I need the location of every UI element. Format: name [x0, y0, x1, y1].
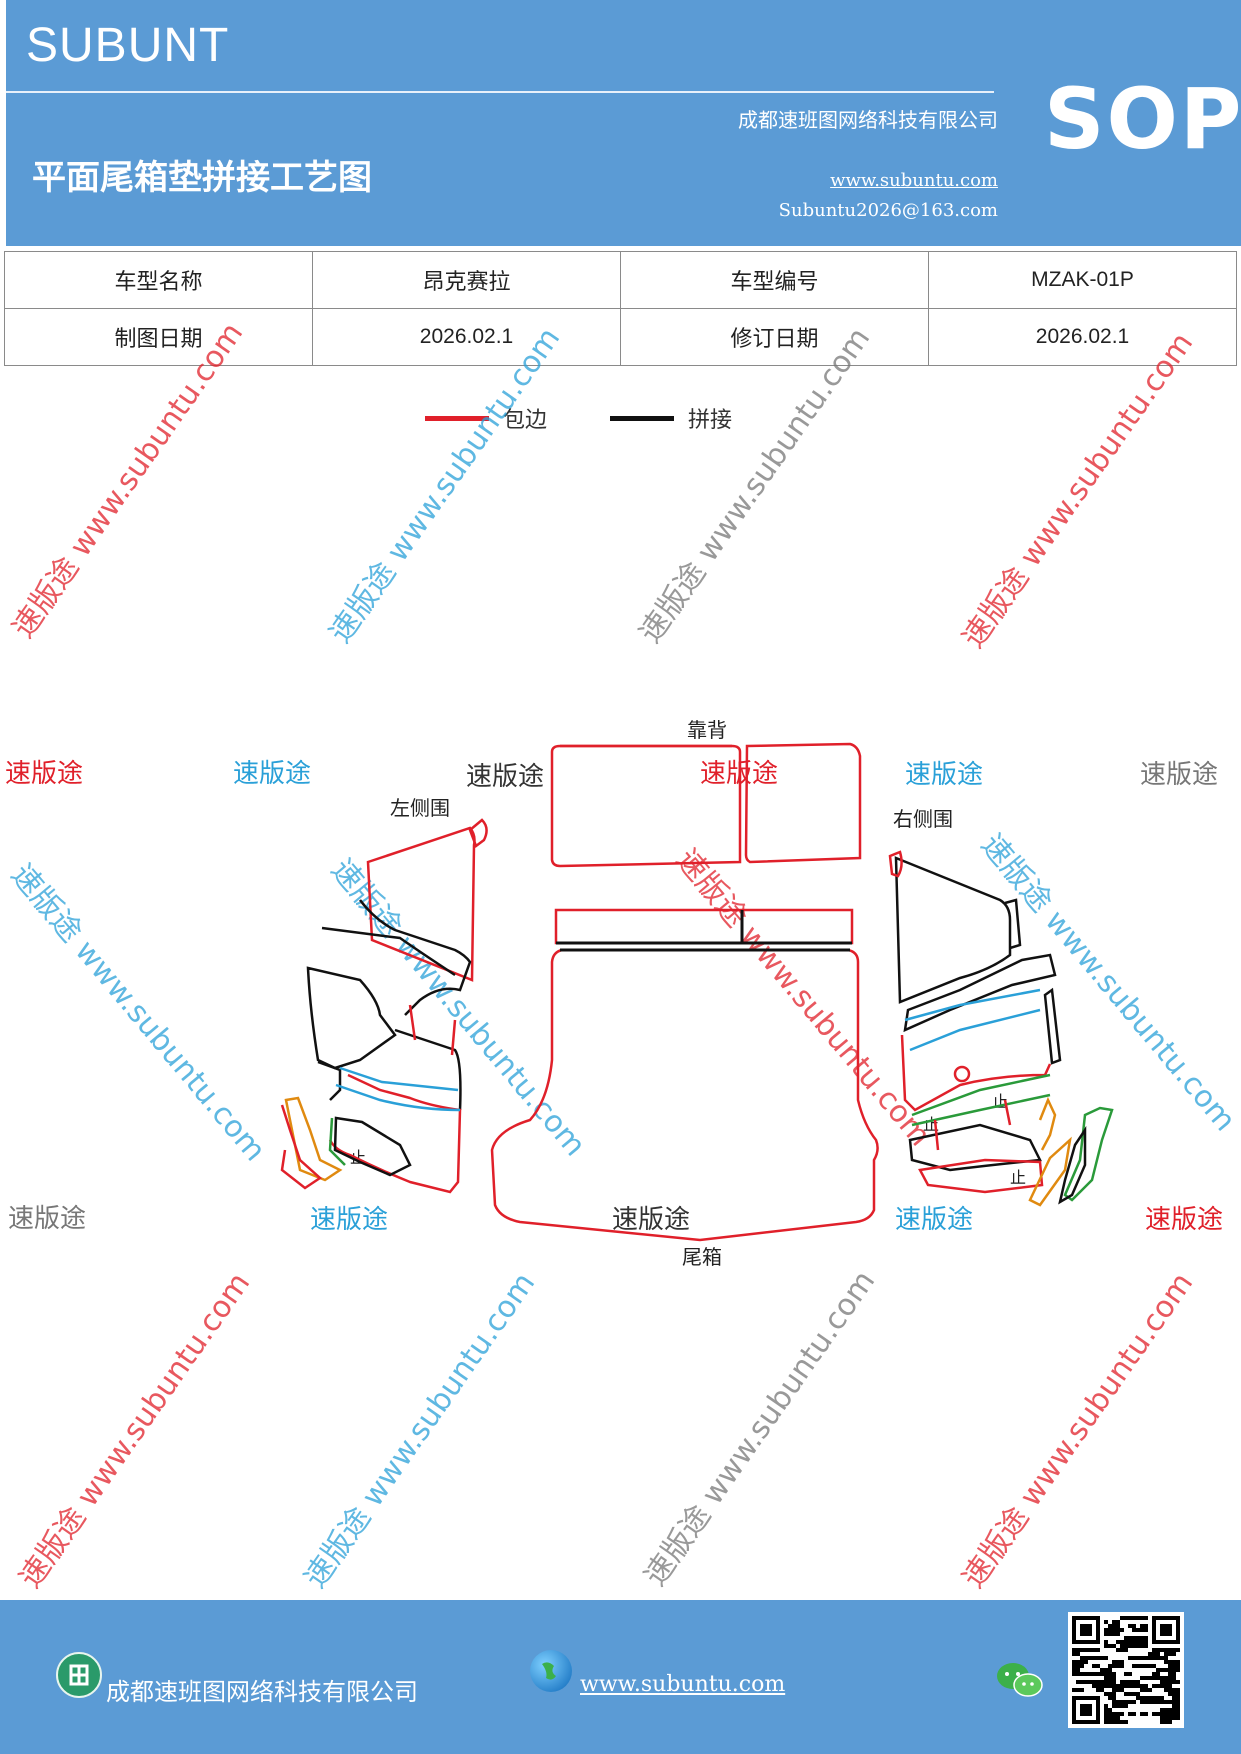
sop-badge: SOP: [1044, 70, 1241, 168]
watermark-short: 速版途: [1145, 1205, 1223, 1235]
label-cell: 车型编号: [620, 251, 929, 309]
watermark-group: 速版途 www.subuntu.com 速版途 www.subuntu.com …: [4, 316, 1241, 1594]
footer-bar: 成都速班图网络科技有限公司 www.subuntu.com: [0, 1600, 1241, 1754]
watermark-short: 速版途: [1140, 760, 1218, 790]
watermark-short: 速版途: [5, 759, 83, 789]
watermark-text: 速版途 www.subuntu.com: [956, 1266, 1200, 1594]
left-side-panel: [280, 818, 488, 1194]
watermark-text: 速版途 www.subuntu.com: [638, 1264, 882, 1592]
label-stop: 止: [1010, 1168, 1026, 1187]
document-title: 平面尾箱垫拼接工艺图: [32, 158, 372, 198]
watermark-text: 速版途 www.subuntu.com: [323, 321, 567, 649]
legend-swatch-black: [610, 415, 674, 421]
value-cell: 昂克赛拉: [312, 251, 621, 309]
right-side-panel: [888, 850, 1114, 1207]
value-cell: MZAK-01P: [928, 251, 1237, 309]
label-cell: 制图日期: [4, 308, 313, 366]
watermark-short: 速版途: [905, 760, 983, 790]
header-divider: [6, 91, 994, 93]
watermark-text: 速版途 www.subuntu.com: [633, 321, 877, 649]
watermark-text: 速版途 www.subuntu.com: [956, 326, 1200, 654]
watermark-short-group: 速版途 速版途 速版途 速版途 速版途 速版途 速版途 速版途 速版途 速版途 …: [5, 759, 1223, 1235]
watermark-text: 速版途 www.subuntu.com: [13, 1266, 257, 1594]
watermark-text: 速版途 www.subuntu.com: [4, 858, 273, 1169]
value-cell: 2026.02.1: [928, 308, 1237, 366]
watermark-text: 速版途 www.subuntu.com: [298, 1266, 542, 1594]
wechat-icon[interactable]: [995, 1660, 1045, 1700]
legend-splice: 拼接: [610, 398, 732, 438]
label-cell: 车型名称: [4, 251, 313, 309]
watermark-short: 速版途: [612, 1205, 690, 1235]
table-row: 制图日期 2026.02.1 修订日期 2026.02.1: [4, 308, 1237, 366]
watermark-short: 速版途: [233, 759, 311, 789]
brand-name: SUBUNT: [26, 19, 230, 72]
company-name: 成都速班图网络科技有限公司: [738, 108, 998, 132]
watermark-short: 速版途: [895, 1205, 973, 1235]
vehicle-info-table: 车型名称 昂克赛拉 车型编号 MZAK-01P 制图日期 2026.02.1 修…: [4, 251, 1237, 366]
value-cell: 2026.02.1: [312, 308, 621, 366]
footer-website-link[interactable]: www.subuntu.com: [580, 1672, 786, 1697]
label-right-side: 右侧围: [893, 807, 953, 831]
table-row: 车型名称 昂克赛拉 车型编号 MZAK-01P: [4, 251, 1237, 309]
backrest-left-panel: [550, 744, 742, 868]
watermark-text: 速版途 www.subuntu.com: [974, 828, 1241, 1139]
legend-label: 拼接: [688, 408, 733, 433]
watermark-text: 速版途 www.subuntu.com: [6, 316, 250, 644]
globe-icon: [530, 1650, 572, 1692]
legend-wrap-edge: 包边: [425, 398, 547, 438]
label-left-side: 左侧围: [390, 796, 450, 820]
building-icon: [56, 1652, 102, 1698]
qr-code[interactable]: [1068, 1612, 1184, 1728]
legend-swatch-red: [425, 415, 489, 421]
website-link[interactable]: www.subuntu.com: [830, 170, 998, 191]
watermark-short: 速版途: [466, 762, 544, 792]
label-backrest: 靠背: [687, 718, 727, 742]
watermark-short: 速版途: [8, 1204, 86, 1234]
backrest-right-panel: [744, 742, 862, 864]
footer-company-name: 成都速班图网络科技有限公司: [106, 1678, 418, 1706]
email-address[interactable]: Subuntu2026@163.com: [778, 200, 998, 221]
trunk-floor-panel: [490, 948, 879, 1242]
legend-label: 包边: [503, 408, 548, 433]
watermark-short: 速版途: [310, 1205, 388, 1235]
label-cell: 修订日期: [620, 308, 929, 366]
label-trunk: 尾箱: [682, 1245, 722, 1269]
header-banner: SUBUNT SOP 成都速班图网络科技有限公司 平面尾箱垫拼接工艺图 www.…: [6, 0, 1241, 246]
